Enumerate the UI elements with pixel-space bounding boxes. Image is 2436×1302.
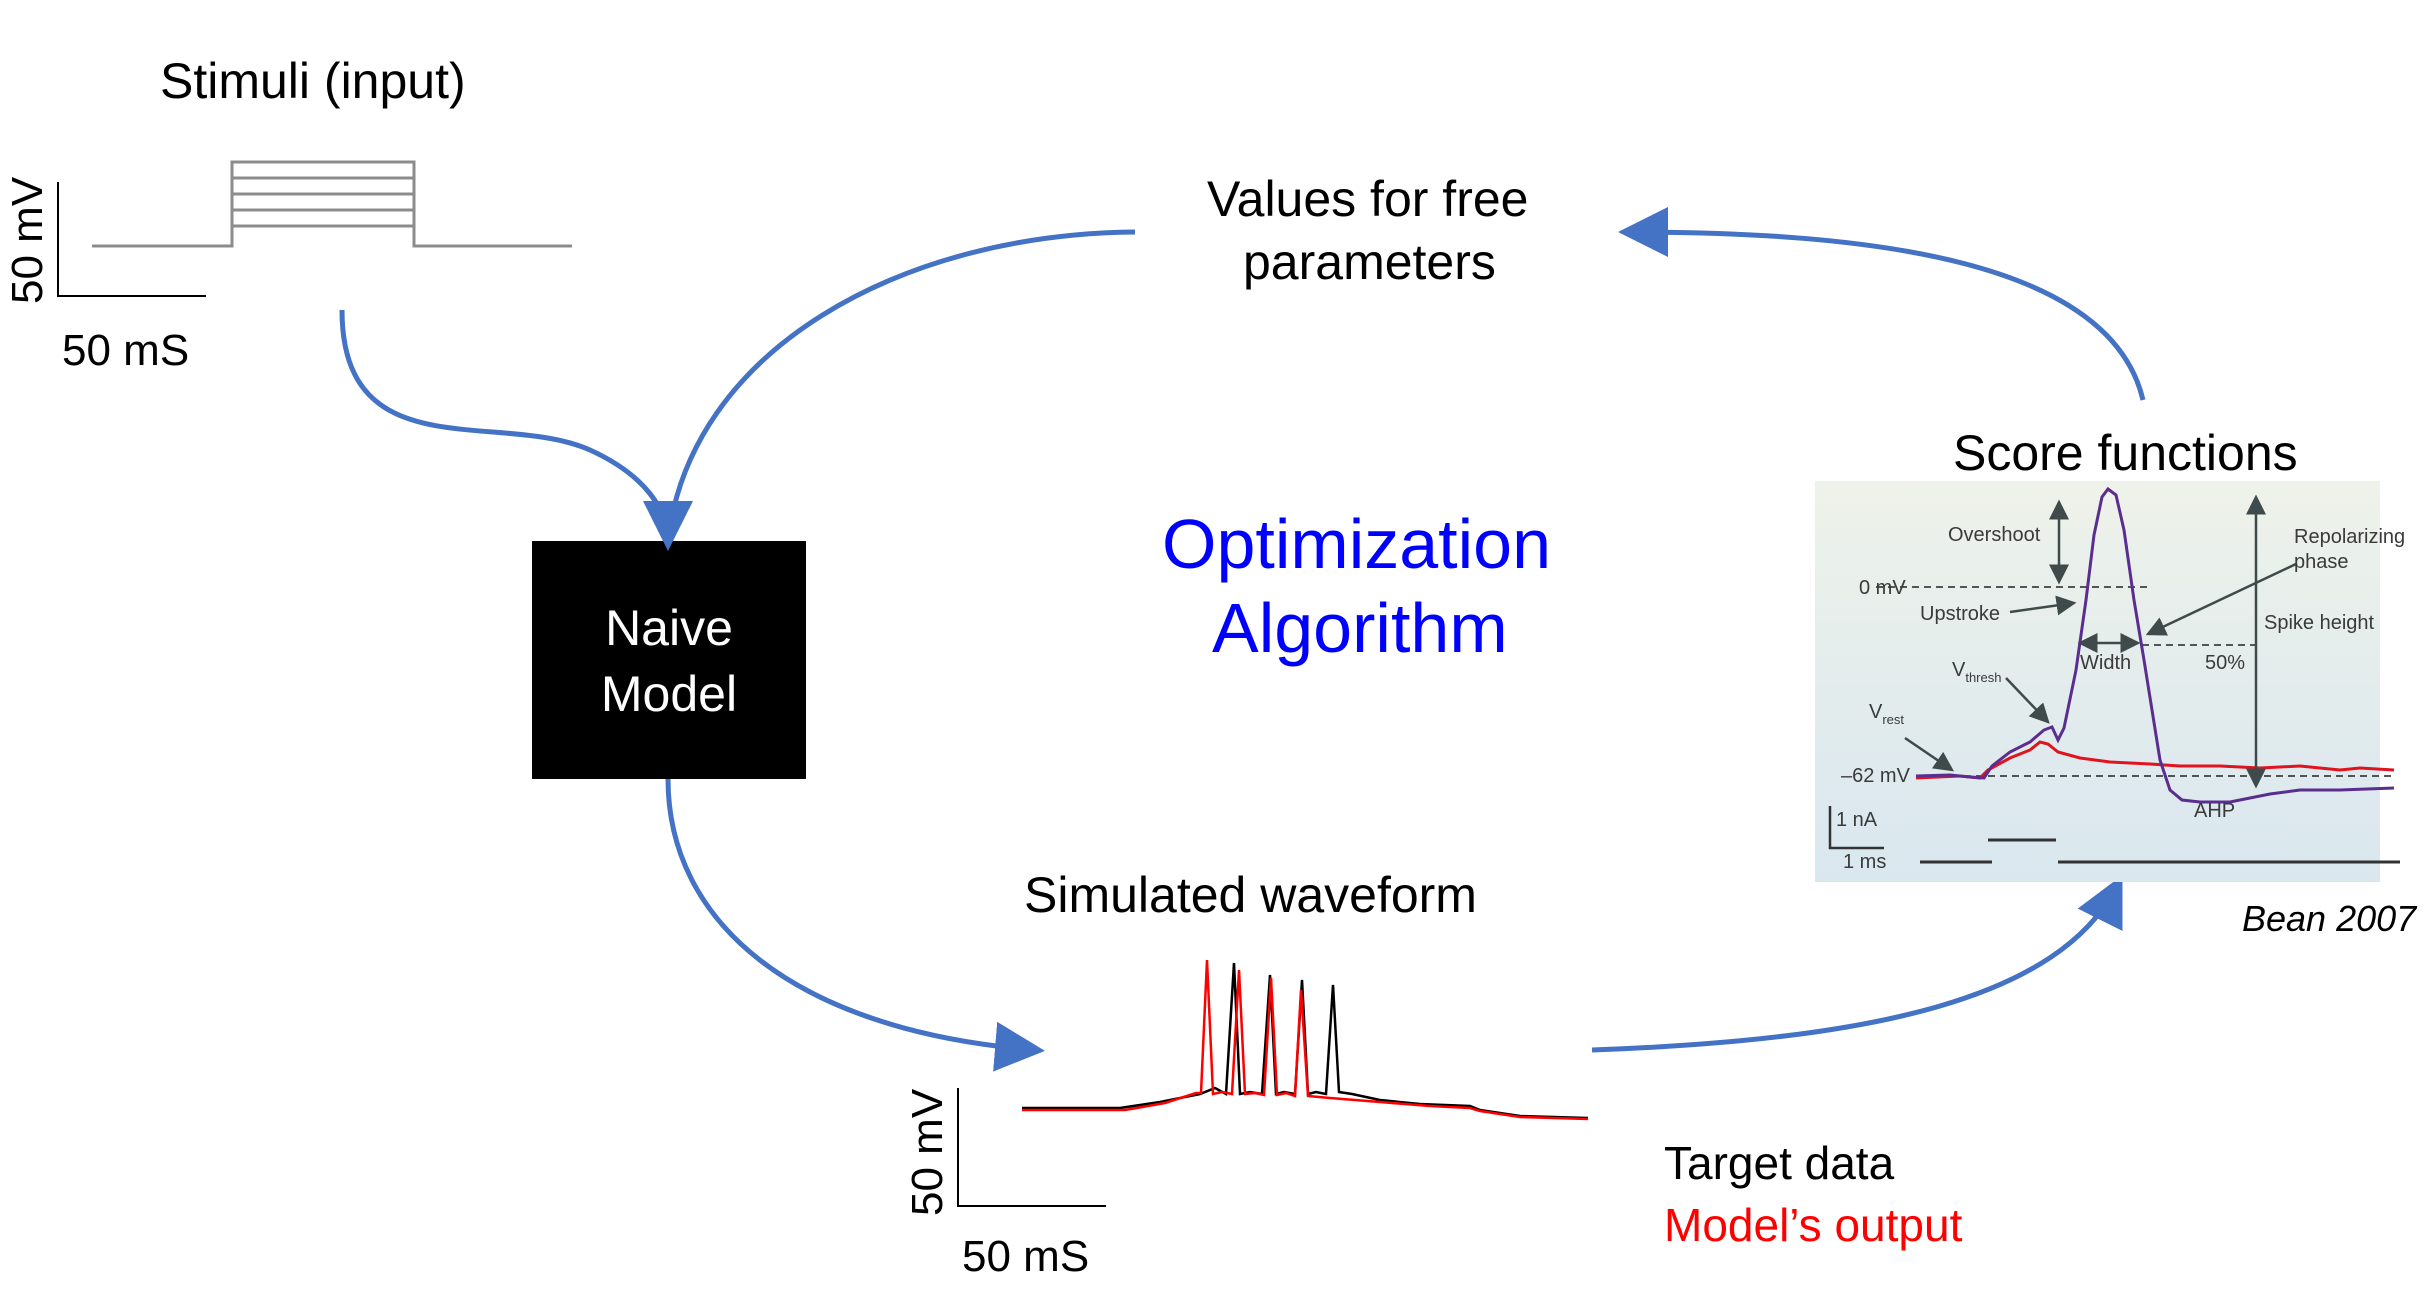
stimuli-title: Stimuli (input) xyxy=(160,53,466,109)
label-vrest: Vrest xyxy=(1869,701,1904,727)
current-step-trace xyxy=(1920,838,2400,864)
simulated-waveform-title: Simulated waveform xyxy=(1024,867,1477,923)
naive-model-label-line2: Model xyxy=(600,666,738,722)
label-scale-na: 1 nA xyxy=(1836,809,1878,831)
free-params-label-line1: Values for free xyxy=(1207,171,1529,227)
vthresh-pointer xyxy=(2005,677,2050,724)
label-fifty-percent: 50% xyxy=(2205,652,2245,674)
stimuli-x-scale-label: 50 mS xyxy=(62,326,190,375)
simulated-scale-bar xyxy=(957,1088,1106,1207)
simulated-waveform-plot xyxy=(957,959,1589,1207)
vrest-pointer xyxy=(1904,736,1955,772)
naive-model-box: Naive Model xyxy=(532,541,806,779)
legend-target-data: Target data xyxy=(1664,1137,1895,1189)
score-functions-title: Score functions xyxy=(1953,425,2298,481)
label-vthresh: Vthresh xyxy=(1952,659,2001,685)
arrow-stimuli-to-model xyxy=(339,309,693,551)
stimuli-y-scale-label: 50 mV xyxy=(3,176,52,304)
label-phase: phase xyxy=(2294,551,2349,573)
label-scale-ms: 1 ms xyxy=(1843,851,1886,873)
stimuli-scale-bar xyxy=(57,182,206,297)
model-output-trace xyxy=(1022,959,1589,1121)
label-width: Width xyxy=(2080,652,2131,674)
arrow-model-to-waveform xyxy=(665,778,1045,1072)
free-params-label-line2: parameters xyxy=(1243,234,1496,290)
label-rest-mv: –62 mV xyxy=(1841,765,1911,787)
score-functions-panel: Overshoot 0 mV Upstroke Width Vthresh Vr… xyxy=(1815,481,2405,882)
algorithm-label-line2: Algorithm xyxy=(1212,589,1508,667)
simulated-x-scale-label: 50 mS xyxy=(962,1232,1090,1281)
algorithm-label-line1: Optimization xyxy=(1162,505,1552,583)
repolarizing-pointer xyxy=(2145,562,2297,636)
upstroke-pointer xyxy=(2009,595,2077,616)
label-overshoot: Overshoot xyxy=(1948,524,2041,546)
simulated-y-scale-label: 50 mV xyxy=(903,1088,952,1216)
label-zero-mv: 0 mV xyxy=(1859,577,1906,599)
score-purple-trace xyxy=(1915,486,2395,804)
label-repolarizing: Repolarizing xyxy=(2294,526,2405,548)
score-scale-bar xyxy=(1828,806,1884,850)
arrow-params-to-model xyxy=(665,229,1136,542)
naive-model-label-line1: Naive xyxy=(605,600,733,656)
citation: Bean 2007 xyxy=(2242,898,2417,939)
label-upstroke: Upstroke xyxy=(1920,603,2000,625)
legend-models-output: Model’s output xyxy=(1664,1199,1963,1251)
arrow-waveform-to-score xyxy=(1591,875,2123,1053)
arrow-score-to-params xyxy=(1618,207,2146,401)
stimuli-waveform xyxy=(92,160,572,248)
label-ahp: AHP xyxy=(2194,800,2235,822)
label-spike-height: Spike height xyxy=(2264,612,2375,634)
